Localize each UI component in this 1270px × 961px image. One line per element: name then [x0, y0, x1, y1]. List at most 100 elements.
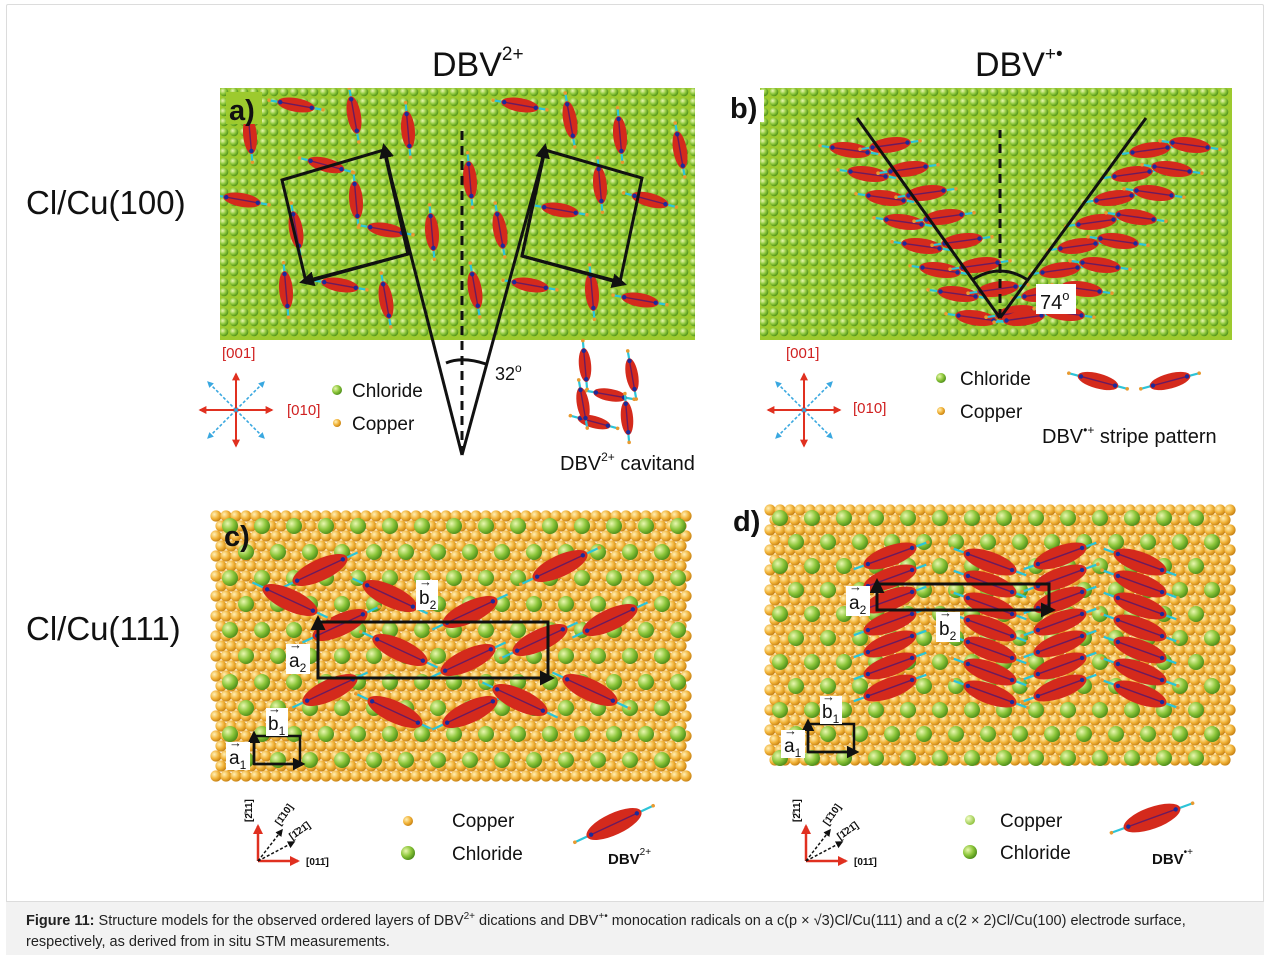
chloride-atom [409, 207, 419, 217]
chloride-atom [509, 157, 519, 167]
copper-atom [500, 770, 512, 782]
chloride-atom [539, 297, 549, 307]
dbv-molecule [1046, 237, 1110, 255]
chloride-atom [439, 147, 449, 157]
copper-atom [1224, 504, 1236, 516]
chloride-atom [689, 217, 695, 227]
chloride-atom [619, 177, 629, 187]
chloride-atom [259, 127, 269, 137]
chloride-atom [449, 117, 459, 127]
copper-atom [1034, 524, 1046, 536]
chloride-atom [799, 167, 809, 177]
chloride-atom [222, 674, 238, 690]
copper-atom [1224, 604, 1236, 616]
chloride-atom [220, 317, 229, 327]
chloride-atom [949, 88, 959, 97]
chloride-atom [809, 277, 819, 287]
chloride-atom [899, 127, 909, 137]
chloride-atom [409, 327, 419, 337]
chloride-atom [979, 97, 989, 107]
chloride-atom [609, 197, 619, 207]
chloride-atom [869, 157, 879, 167]
chloride-atom [809, 167, 819, 177]
chloride-atom [1179, 267, 1189, 277]
chloride-atom [1209, 137, 1219, 147]
chloride-atom [1009, 327, 1019, 337]
copper-atom [505, 660, 517, 672]
chloride-atom [1069, 167, 1079, 177]
chloride-atom [659, 267, 669, 277]
copper-atom [645, 640, 657, 652]
copper-atom [620, 770, 632, 782]
chloride-atom [1139, 257, 1149, 267]
panel-c-molecule-label: DBV2+ [608, 847, 651, 868]
chloride-atom [419, 147, 429, 157]
chloride-atom [959, 277, 969, 287]
copper-atom [610, 550, 622, 562]
copper-atom [500, 670, 512, 682]
copper-atom [610, 750, 622, 762]
copper-atom [1189, 534, 1201, 546]
copper-atom [400, 730, 412, 742]
chloride-atom [760, 167, 769, 177]
chloride-atom [949, 257, 959, 267]
copper-atom [774, 544, 786, 556]
chloride-atom [1199, 207, 1209, 217]
copper-atom [595, 720, 607, 732]
chloride-atom [669, 297, 679, 307]
chloride-atom [379, 137, 389, 147]
chloride-atom [249, 237, 259, 247]
copper-atom [220, 610, 232, 622]
copper-atom [804, 524, 816, 536]
chloride-atom [349, 307, 359, 317]
chloride-atom [979, 167, 989, 177]
copper-atom [265, 740, 277, 752]
copper-atom [270, 510, 282, 522]
chloride-atom [1029, 247, 1039, 257]
chloride-atom [1199, 257, 1209, 267]
chloride-atom [919, 88, 929, 97]
copper-atom [285, 700, 297, 712]
copper-atom [645, 560, 657, 572]
chloride-atom [779, 277, 789, 287]
copper-atom [320, 750, 332, 762]
chloride-atom [939, 107, 949, 117]
copper-atom [400, 510, 412, 522]
chloride-atom [569, 317, 579, 327]
chloride-atom [669, 327, 679, 337]
copper-atom [620, 670, 632, 682]
chloride-atom [379, 187, 389, 197]
copper-atom [869, 534, 881, 546]
chloride-atom [1169, 307, 1179, 317]
chloride-atom [494, 544, 510, 560]
chloride-atom [1129, 307, 1139, 317]
chloride-atom [359, 227, 369, 237]
chloride-atom [959, 88, 969, 97]
chloride-atom [1109, 327, 1119, 337]
chloride-atom [399, 327, 409, 337]
chloride-atom [829, 227, 839, 237]
copper-atom [1194, 644, 1206, 656]
chloride-atom [279, 157, 289, 167]
chloride-atom [649, 147, 659, 157]
copper-atom [320, 710, 332, 722]
copper-atom [1219, 594, 1231, 606]
chloride-atom [1199, 217, 1209, 227]
copper-atom [929, 594, 941, 606]
chloride-atom [249, 247, 259, 257]
chloride-atom [1119, 317, 1129, 327]
chloride-atom [478, 518, 494, 534]
dbv-molecule [836, 165, 900, 183]
chloride-atom [579, 227, 589, 237]
chloride-atom [1219, 297, 1229, 307]
chloride-atom [419, 237, 429, 247]
copper-atom [460, 770, 472, 782]
copper-atom [210, 670, 222, 682]
dbv-molecule [346, 88, 362, 144]
copper-atom [210, 650, 222, 662]
chloride-atom [479, 317, 489, 327]
chloride-atom [979, 117, 989, 127]
chloride-atom [649, 177, 659, 187]
chloride-atom [229, 207, 239, 217]
chloride-atom [229, 257, 239, 267]
